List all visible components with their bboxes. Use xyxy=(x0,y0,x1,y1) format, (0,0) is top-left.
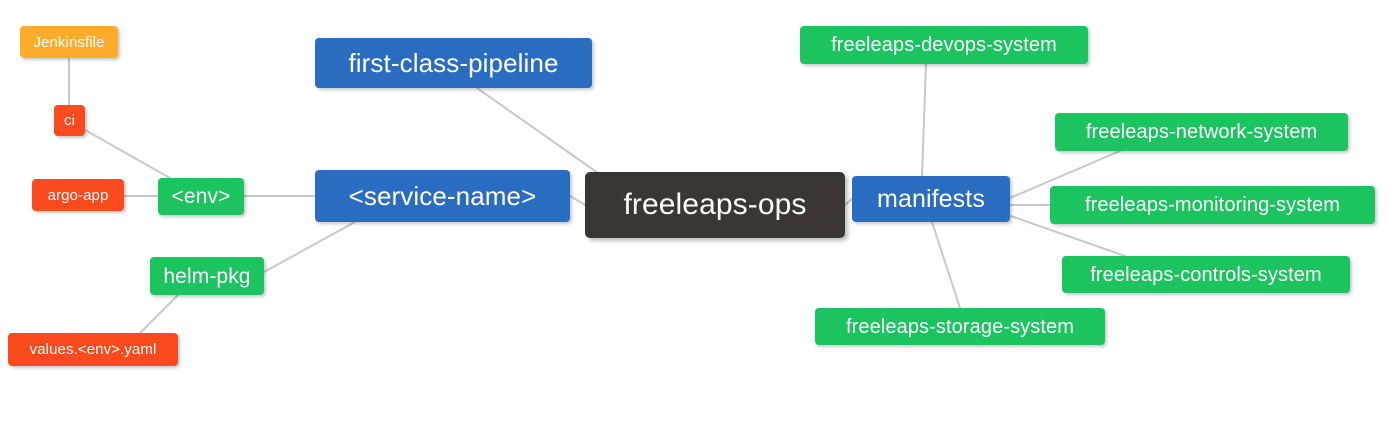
node-manifests[interactable]: manifests xyxy=(852,176,1010,222)
node-helm-pkg[interactable]: helm-pkg xyxy=(150,257,264,295)
node-freeleaps-network-system[interactable]: freeleaps-network-system xyxy=(1055,113,1348,151)
node-values-env-yaml[interactable]: values.<env>.yaml xyxy=(8,333,178,366)
node-env[interactable]: <env> xyxy=(158,178,244,215)
edge-manifests-to-freeleaps-devops-system xyxy=(921,63,927,177)
node-jenkinsfile[interactable]: Jenkinsfile xyxy=(20,26,118,58)
node-freeleaps-devops-system[interactable]: freeleaps-devops-system xyxy=(800,26,1088,64)
edge-service-name-to-helm-pkg xyxy=(263,221,356,273)
node-freeleaps-ops[interactable]: freeleaps-ops xyxy=(585,172,845,238)
node-ci[interactable]: ci xyxy=(54,105,85,136)
node-first-class-pipeline[interactable]: first-class-pipeline xyxy=(315,38,592,88)
edge-freeleaps-ops-to-manifests xyxy=(844,198,853,206)
edge-freeleaps-ops-to-service-name xyxy=(569,195,586,206)
node-freeleaps-controls-system[interactable]: freeleaps-controls-system xyxy=(1062,256,1350,293)
node-argo-app[interactable]: argo-app xyxy=(32,179,124,211)
edge-helm-pkg-to-values-env-yaml xyxy=(139,294,179,334)
node-service-name[interactable]: <service-name> xyxy=(315,170,570,222)
edge-freeleaps-ops-to-first-class-pipeline xyxy=(476,87,606,179)
edge-env-to-ci xyxy=(84,129,171,179)
node-freeleaps-monitoring-system[interactable]: freeleaps-monitoring-system xyxy=(1050,186,1375,224)
edge-manifests-to-freeleaps-storage-system xyxy=(931,221,961,309)
node-freeleaps-storage-system[interactable]: freeleaps-storage-system xyxy=(815,308,1105,345)
